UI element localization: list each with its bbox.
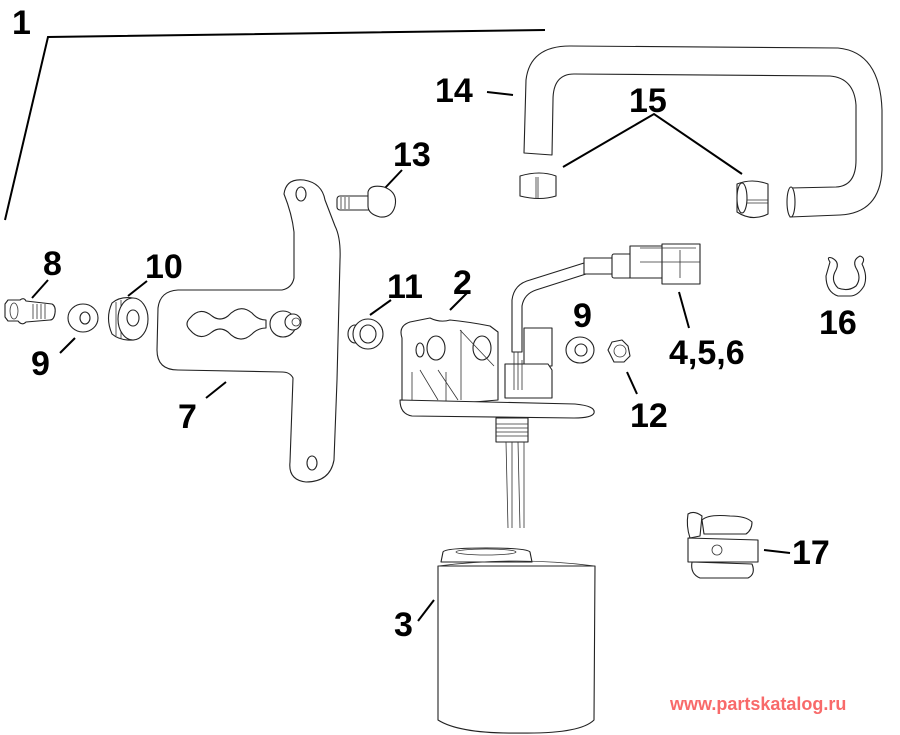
bracket-part-7 <box>156 179 341 483</box>
clip-part-16 <box>825 255 867 297</box>
leader-4-5-6 <box>678 291 690 329</box>
washer-part-9-right <box>565 336 595 364</box>
callout-2: 2 <box>453 264 472 302</box>
leader-11 <box>369 299 392 316</box>
leader-17 <box>763 549 791 554</box>
cylinder-part-3 <box>437 547 596 734</box>
callout-13: 13 <box>393 136 431 174</box>
callout-16: 16 <box>819 304 857 342</box>
leader-1 <box>4 29 546 221</box>
leader-15 <box>562 112 743 175</box>
callout-17: 17 <box>792 534 830 572</box>
leader-lines <box>4 29 791 622</box>
leader-9-left <box>59 337 76 354</box>
nut-part-12 <box>607 339 631 363</box>
bushing-part-11 <box>347 318 384 350</box>
callout-7: 7 <box>178 398 197 436</box>
washer-part-9-left <box>67 303 99 333</box>
leader-7 <box>205 381 227 399</box>
leader-2 <box>449 291 469 311</box>
callout-12: 12 <box>630 397 668 435</box>
leader-10 <box>127 280 148 297</box>
watermark-text: www.partskatalog.ru <box>670 694 847 714</box>
callout-9-left: 9 <box>31 345 50 383</box>
callout-8: 8 <box>43 245 62 283</box>
callout-9-right: 9 <box>573 297 592 335</box>
grommet-part-10 <box>107 297 149 341</box>
clamp-part-15-right <box>736 180 769 219</box>
hose-part-14 <box>523 45 883 218</box>
clamp-part-15-left <box>519 172 557 200</box>
bolt-part-13 <box>336 185 397 218</box>
callout-3: 3 <box>394 606 413 644</box>
bolt-part-8 <box>4 298 56 325</box>
leader-3 <box>417 599 435 622</box>
leader-14 <box>486 91 514 96</box>
connector-part-4-5-6 <box>583 243 701 285</box>
callout-1: 1 <box>12 4 31 42</box>
leader-13 <box>384 169 403 189</box>
sensor-mount-part-2 <box>399 262 595 529</box>
leader-8 <box>31 279 49 299</box>
retainer-part-17 <box>686 511 759 579</box>
leader-12 <box>626 371 638 395</box>
callout-10: 10 <box>145 248 183 286</box>
callout-11: 11 <box>387 268 423 306</box>
callout-15: 15 <box>629 82 667 120</box>
callout-4-5-6: 4,5,6 <box>669 334 745 372</box>
callout-14: 14 <box>435 72 473 110</box>
